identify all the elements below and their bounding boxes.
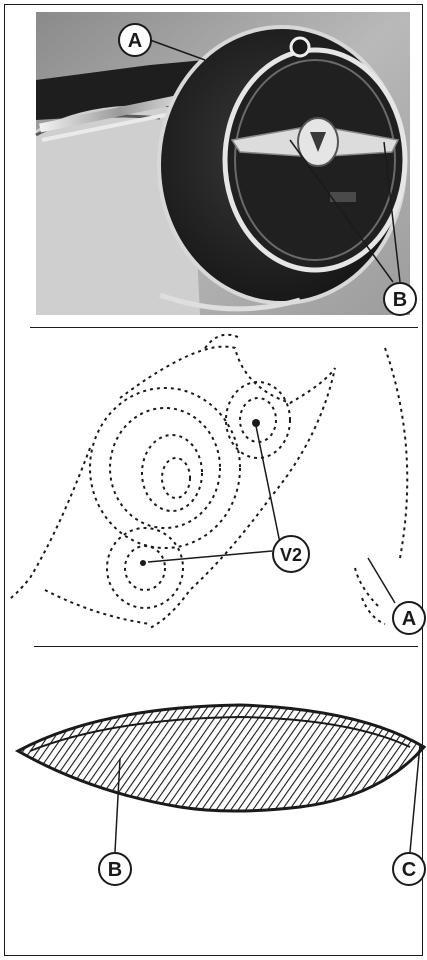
headphone-photo: A B xyxy=(35,12,417,316)
lens-callout-c: C xyxy=(402,859,416,881)
divider-bottom xyxy=(34,646,418,647)
sketch-callout-a: A xyxy=(402,608,416,630)
earcup-sketch: V2 A xyxy=(7,333,426,635)
photo-callout-a: A xyxy=(128,30,142,52)
lens-panel: B C xyxy=(0,647,427,887)
sketch-panel: V2 A xyxy=(0,328,427,646)
lens-callout-b: B xyxy=(108,859,122,881)
photo-panel: A B xyxy=(0,0,427,325)
sketch-callout-v2: V2 xyxy=(280,545,302,565)
lens-pad-drawing: B C xyxy=(14,703,427,886)
page-frame xyxy=(4,4,423,956)
photo-callout-b: B xyxy=(393,289,407,311)
divider-top xyxy=(30,327,418,328)
